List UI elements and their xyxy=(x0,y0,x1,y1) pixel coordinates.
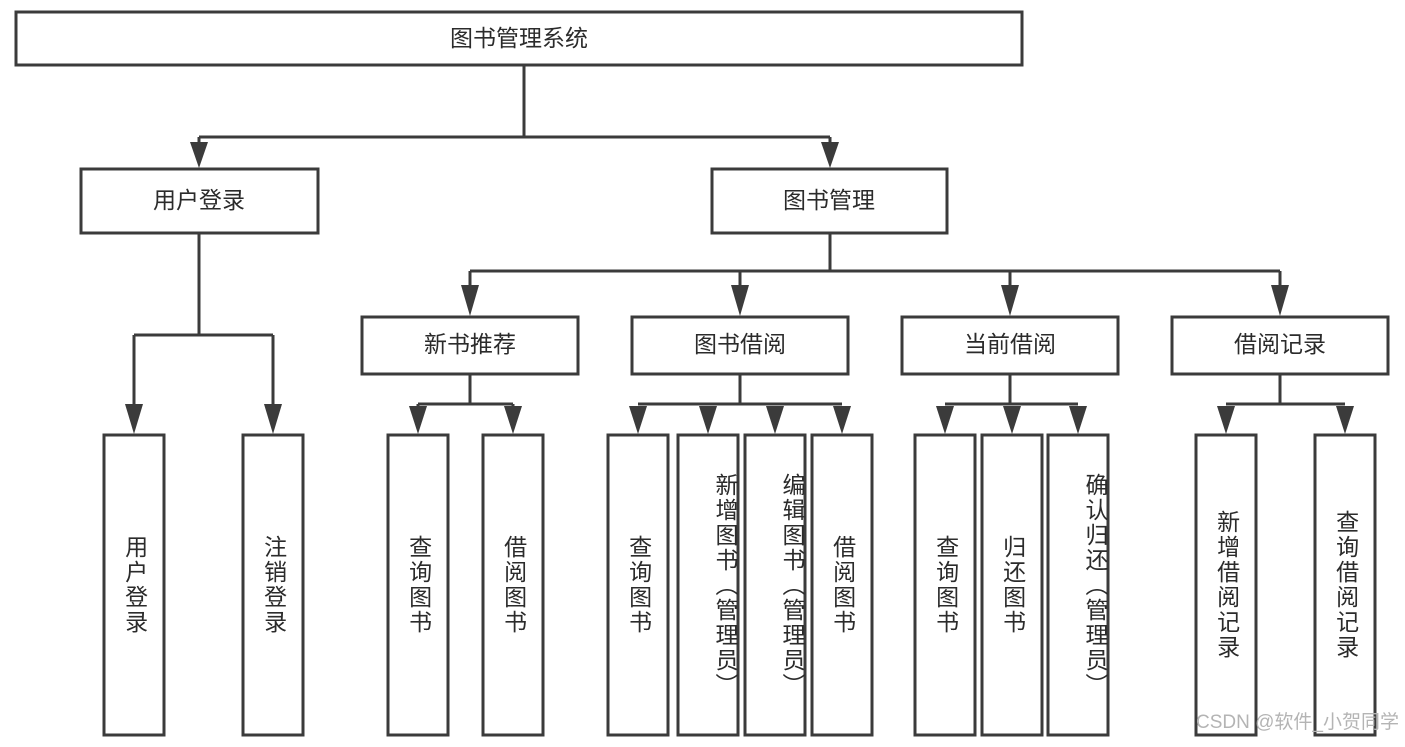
arrow-head-leaf-confirm-return xyxy=(1069,406,1087,434)
arrow-head-book-manage xyxy=(821,142,839,168)
leaf-query-record-box[interactable] xyxy=(1313,433,1377,737)
node-user-login-label: 用户登录 xyxy=(153,187,245,213)
arrow-head-leaf-query-record xyxy=(1336,406,1354,434)
leaf-user-logout-box[interactable] xyxy=(241,433,305,737)
leaf-borrow-book-1-box[interactable] xyxy=(481,433,545,737)
node-book-borrow-box[interactable] xyxy=(630,315,850,376)
node-root[interactable]: 图书管理系统 xyxy=(14,10,1024,67)
arrow-head-leaf-user-login xyxy=(125,404,143,434)
connector-group-borrow-record-to-leaves xyxy=(1217,374,1354,434)
leaf-confirm-return-box[interactable] xyxy=(1046,433,1110,737)
leaf-add-record-box[interactable] xyxy=(1194,433,1258,737)
node-book-borrow[interactable]: 图书借阅 xyxy=(630,315,850,376)
node-current-borrow[interactable]: 当前借阅 xyxy=(900,315,1120,376)
node-borrow-record[interactable]: 借阅记录 xyxy=(1170,315,1390,376)
leaf-add-book-box[interactable] xyxy=(676,433,740,737)
arrow-head-current-borrow xyxy=(1001,285,1019,316)
node-user-login-box[interactable] xyxy=(79,167,320,235)
connector-group-current-borrow-to-leaves xyxy=(936,374,1087,434)
node-borrow-record-box[interactable] xyxy=(1170,315,1390,376)
node-book-manage[interactable]: 图书管理 xyxy=(710,167,949,235)
arrow-head-leaf-query-book-1 xyxy=(409,406,427,434)
leaf-query-book-3-box[interactable] xyxy=(913,433,977,737)
csdn-watermark: CSDN @软件_小贺同学 xyxy=(1196,712,1399,733)
arrow-head-leaf-borrow-book-2 xyxy=(833,406,851,434)
arrow-head-leaf-query-book-2 xyxy=(629,406,647,434)
connector-group-new-book-recommend-to-leaves xyxy=(409,374,522,434)
leaf-user-login-box[interactable] xyxy=(102,433,166,737)
arrow-head-leaf-return-book xyxy=(1003,406,1021,434)
arrow-head-new-book-recommend xyxy=(461,285,479,316)
node-borrow-record-label: 借阅记录 xyxy=(1234,331,1326,357)
connector-group-user-login-to-leaves xyxy=(125,233,282,434)
node-book-manage-label: 图书管理 xyxy=(783,187,875,213)
node-new-book-recommend-box[interactable] xyxy=(360,315,580,376)
leaf-query-book-2-box[interactable] xyxy=(606,433,670,737)
arrow-head-user-login xyxy=(190,142,208,168)
node-current-borrow-label: 当前借阅 xyxy=(964,331,1056,357)
node-book-manage-box[interactable] xyxy=(710,167,949,235)
arrow-head-leaf-add-record xyxy=(1217,406,1235,434)
arrow-head-borrow-record xyxy=(1271,285,1289,316)
arrow-head-leaf-query-book-3 xyxy=(936,406,954,434)
leaf-query-book-1-box[interactable] xyxy=(386,433,450,737)
leaf-edit-book-box[interactable] xyxy=(743,433,807,737)
node-book-borrow-label: 图书借阅 xyxy=(694,331,786,357)
node-current-borrow-box[interactable] xyxy=(900,315,1120,376)
arrow-head-leaf-user-logout xyxy=(264,404,282,434)
connector-group-root-to-level2 xyxy=(190,65,839,168)
leaf-return-book-box[interactable] xyxy=(980,433,1044,737)
leaf-borrow-book-2-box[interactable] xyxy=(810,433,874,737)
arrow-head-leaf-borrow-book-1 xyxy=(504,406,522,434)
node-new-book-recommend-label: 新书推荐 xyxy=(424,331,516,357)
node-root-box[interactable] xyxy=(14,10,1024,67)
leaf-boxes-group xyxy=(102,433,1377,737)
arrow-head-book-borrow xyxy=(731,285,749,316)
arrow-head-leaf-edit-book xyxy=(766,406,784,434)
connector-group-book-borrow-to-leaves xyxy=(629,374,851,434)
node-root-label: 图书管理系统 xyxy=(450,25,588,51)
node-user-login[interactable]: 用户登录 xyxy=(79,167,320,235)
arrow-head-leaf-add-book xyxy=(699,406,717,434)
connector-group-book-manage-to-level3 xyxy=(461,233,1289,316)
node-new-book-recommend[interactable]: 新书推荐 xyxy=(360,315,580,376)
